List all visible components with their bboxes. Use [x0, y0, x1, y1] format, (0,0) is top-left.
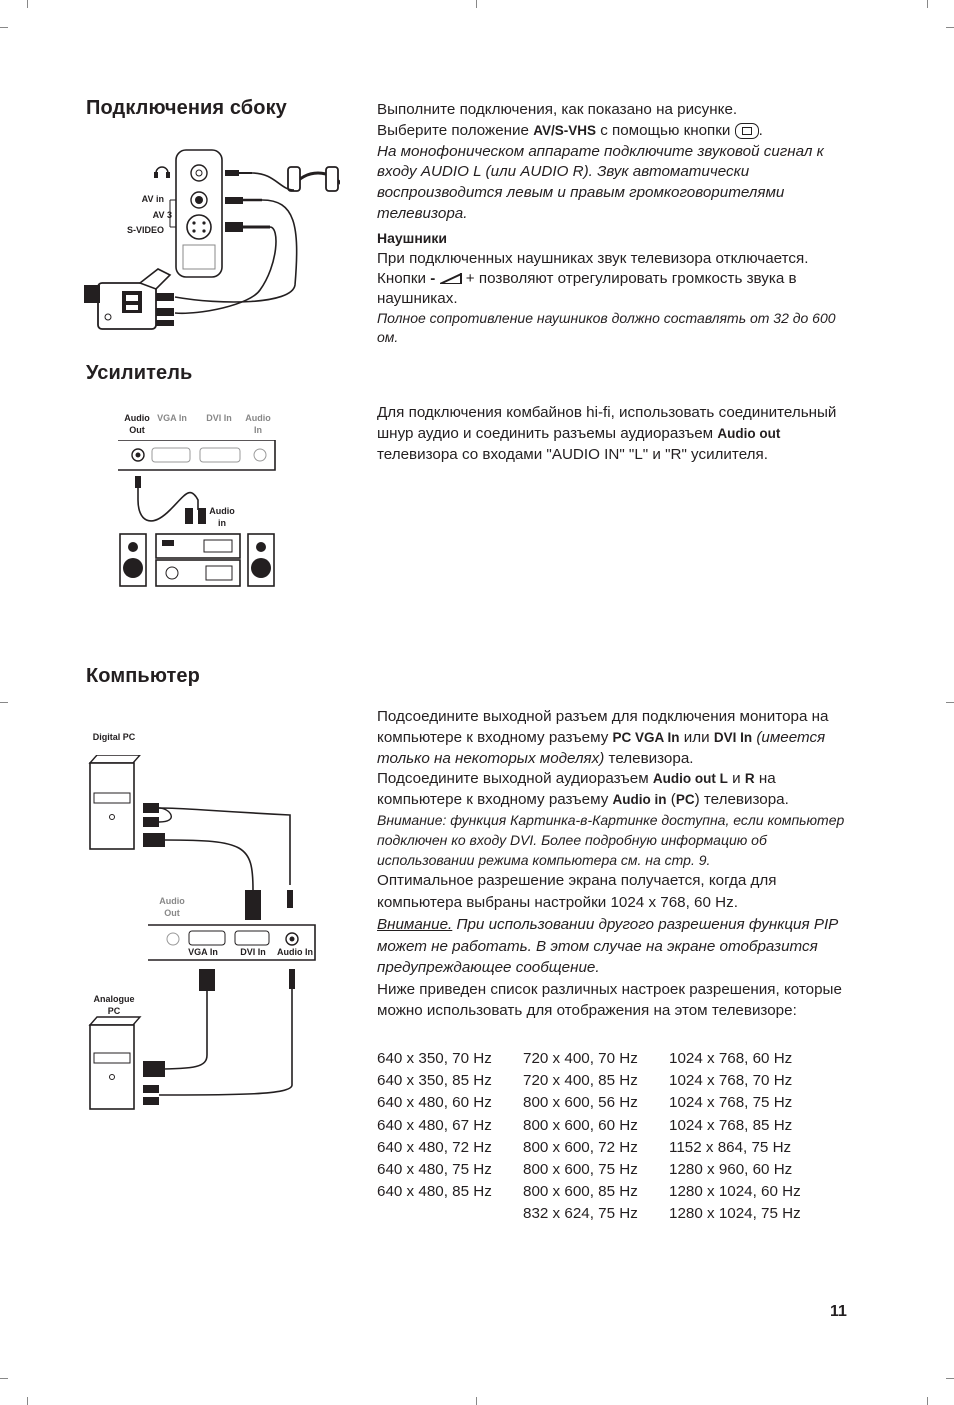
headphones-title: Наушники — [377, 229, 448, 246]
resolution-cell: 640 x 480, 67 Hz — [377, 1116, 492, 1134]
resolution-cell: 640 x 350, 85 Hz — [377, 1072, 492, 1090]
label-digital-pc: Digital PC — [92, 732, 136, 742]
resolution-cell: 800 x 600, 56 Hz — [523, 1094, 638, 1112]
amplifier-diagram — [118, 440, 276, 587]
resolution-row: 640 x 480, 67 Hz 800 x 600, 60 Hz 1024 x 7… — [377, 1115, 819, 1137]
resolution-cell: 640 x 480, 60 Hz — [377, 1094, 492, 1112]
volume-icon — [439, 273, 462, 285]
crop-mark — [927, 0, 928, 8]
label-dvi-in: DVI In — [206, 413, 232, 423]
computer-text: Подсоедините выходной разъем для подключ… — [377, 707, 857, 1022]
label-vga-in-pc: VGA In — [188, 947, 218, 957]
label-vga-in: VGA In — [157, 413, 187, 423]
resolution-cell: 1024 x 768, 70 Hz — [669, 1072, 793, 1090]
av-button-icon — [734, 122, 759, 139]
resolution-cell: 832 x 624, 75 Hz — [523, 1205, 638, 1223]
crop-mark — [476, 0, 477, 8]
resolution-cell: 640 x 480, 75 Hz — [377, 1161, 492, 1179]
resolution-row: 640 x 480, 72 Hz 800 x 600, 72 Hz 1152 x 8… — [377, 1137, 819, 1159]
resolution-row: 832 x 624, 75 Hz 1280 x 1024, 75 Hz — [377, 1203, 819, 1225]
computer-para3: Внимание: функция Картинка-в-Картинке до… — [377, 811, 845, 868]
resolution-cell — [377, 1203, 523, 1225]
side-text-block: Выполните подключения, как показано на р… — [377, 100, 847, 347]
resolution-row: 640 x 480, 85 Hz 800 x 600, 85 Hz 1280 x 1… — [377, 1181, 819, 1203]
crop-mark — [476, 1397, 477, 1405]
computer-para1: Подсоедините выходной разъем для подключ… — [377, 708, 829, 767]
side-para1-b: Выберите положение AV/S-VHS с помощью кн… — [377, 121, 763, 139]
side-para1-a: Выполните подключения, как показано на р… — [377, 101, 738, 118]
resolution-cell: 640 x 480, 85 Hz — [377, 1183, 492, 1201]
crop-mark — [0, 27, 8, 28]
crop-mark — [27, 0, 28, 8]
resolution-row: 640 x 480, 60 Hz 800 x 600, 56 Hz 1024 x 7… — [377, 1092, 819, 1114]
resolution-cell: 720 x 400, 70 Hz — [523, 1050, 638, 1067]
label-audio-out-pc: Audio Out — [159, 896, 185, 918]
label-audio-in: Audio In — [245, 413, 271, 435]
resolution-row: 640 x 350, 70 Hz 720 x 400, 70 Hz 1024 x 7… — [377, 1048, 819, 1070]
resolution-row: 640 x 350, 85 Hz 720 x 400, 85 Hz 1024 x 7… — [377, 1070, 819, 1092]
computer-para6: Ниже приведен список различных настроек … — [377, 980, 842, 1020]
resolution-cell: 1024 x 768, 75 Hz — [669, 1094, 793, 1112]
section-title-amplifier: Усилитель — [86, 362, 193, 384]
computer-para4: Оптимальное разрешение экрана получается… — [377, 872, 777, 912]
label-audio-in-amp: Audio in — [209, 506, 235, 528]
label-analogue-pc: Analogue PC — [93, 994, 135, 1016]
resolution-cell: 800 x 600, 60 Hz — [523, 1116, 638, 1134]
crop-mark — [946, 1378, 954, 1379]
crop-mark — [946, 27, 954, 28]
resolution-cell: 640 x 350, 70 Hz — [377, 1050, 492, 1067]
crop-mark — [0, 1378, 8, 1379]
label-dvi-in-pc: DVI In — [240, 947, 266, 957]
resolutions-table: 640 x 350, 70 Hz 720 x 400, 70 Hz 1024 x 7… — [377, 1048, 819, 1226]
resolution-cell: 1024 x 768, 85 Hz — [669, 1116, 793, 1134]
computer-diagram — [88, 755, 316, 1110]
crop-mark — [927, 1397, 928, 1405]
resolution-cell: 1024 x 768, 60 Hz — [669, 1050, 793, 1067]
section-title-computer: Компьютер — [86, 665, 200, 687]
page-number: 11 — [830, 1303, 847, 1320]
resolution-cell: 1280 x 960, 60 Hz — [669, 1161, 793, 1179]
resolution-cell: 1280 x 1024, 60 Hz — [669, 1183, 801, 1201]
crop-mark — [27, 1397, 28, 1405]
label-audio-out: Audio Out — [124, 413, 150, 435]
label-av-in: AV in — [141, 194, 164, 204]
resolution-cell: 1152 x 864, 75 Hz — [669, 1138, 792, 1156]
side-connection-diagram — [84, 149, 340, 330]
headphones-text: При подключенных наушниках звук телевизо… — [377, 249, 809, 308]
resolution-row: 640 x 480, 75 Hz 800 x 600, 75 Hz 1280 x 9… — [377, 1159, 819, 1181]
computer-para5: Внимание. При использовании другого разр… — [377, 916, 838, 977]
label-svideo: S-VIDEO — [126, 225, 164, 235]
crop-mark — [0, 702, 8, 703]
resolution-cell: 720 x 400, 85 Hz — [523, 1072, 638, 1090]
resolution-cell: 800 x 600, 85 Hz — [523, 1183, 638, 1201]
resolution-cell: 1280 x 1024, 75 Hz — [669, 1205, 801, 1223]
label-av3: AV 3 — [152, 210, 172, 220]
amplifier-text: Для подключения комбайнов hi-fi, использ… — [377, 404, 837, 463]
computer-para2: Подсоедините выходной аудиоразъем Audio … — [377, 770, 789, 809]
side-italic: На монофоническом аппарате подключите зв… — [377, 142, 824, 222]
resolution-cell: 800 x 600, 72 Hz — [523, 1138, 638, 1156]
resolution-cell: 640 x 480, 72 Hz — [377, 1138, 492, 1156]
resolution-cell: 800 x 600, 75 Hz — [523, 1161, 638, 1179]
label-audio-in-pc: Audio In — [277, 947, 313, 957]
headphones-italic: Полное сопротивление наушников должно со… — [377, 310, 836, 346]
crop-mark — [946, 702, 954, 703]
section-title-side: Подключения сбоку — [86, 97, 287, 119]
